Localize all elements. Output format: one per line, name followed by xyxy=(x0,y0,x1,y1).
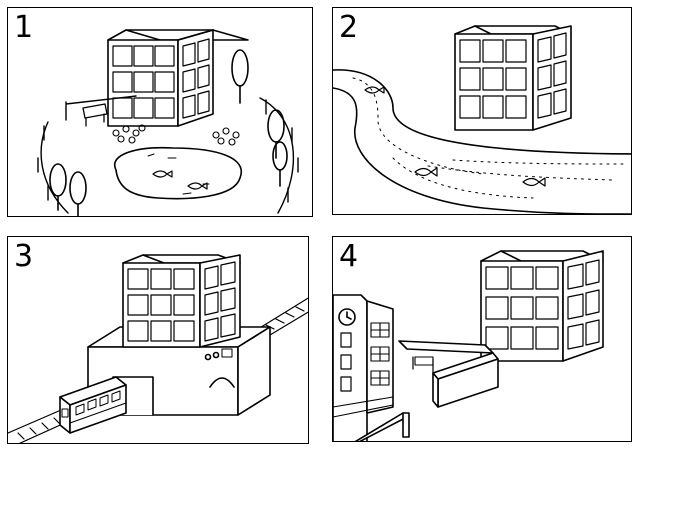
panel-2: 2 xyxy=(332,7,632,215)
panel-number: 3 xyxy=(14,239,34,274)
school-wall xyxy=(353,341,498,441)
panel-4: 4 xyxy=(332,236,632,442)
building xyxy=(123,255,240,347)
panel-1: 1 xyxy=(7,7,313,217)
panel-3: 3 xyxy=(7,236,309,444)
station-scene-drawing xyxy=(8,237,309,444)
panel-number: 2 xyxy=(339,10,359,45)
panel-number: 1 xyxy=(14,10,34,45)
building xyxy=(481,251,603,361)
park-scene-drawing xyxy=(8,8,313,217)
fence xyxy=(38,96,298,213)
fish xyxy=(365,87,545,186)
pond xyxy=(115,148,242,199)
panel-number: 4 xyxy=(339,239,359,274)
flowerbed xyxy=(113,125,239,145)
river-scene-drawing xyxy=(333,8,632,215)
school xyxy=(333,295,393,441)
building xyxy=(455,26,571,130)
train xyxy=(60,377,126,433)
school-scene-drawing xyxy=(333,237,632,441)
bench xyxy=(83,104,107,126)
river-bank-top xyxy=(333,70,632,154)
building xyxy=(108,30,248,126)
river-bank-bottom xyxy=(333,88,632,214)
